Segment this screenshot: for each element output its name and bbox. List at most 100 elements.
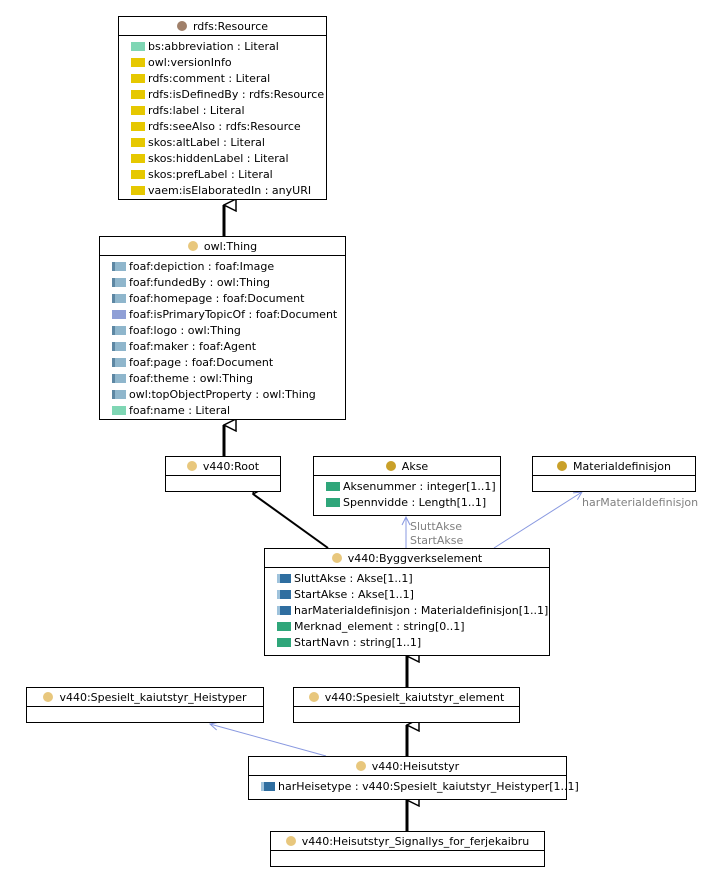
class-circle-icon <box>43 692 54 702</box>
class-header: v440:Root <box>166 457 280 476</box>
class-header: v440:Heisutstyr_Signallys_for_ferjekaibr… <box>271 832 544 851</box>
dtype-property-icon <box>277 621 291 631</box>
class-attributes <box>294 707 519 709</box>
attribute-row[interactable]: foaf:fundedBy : owl:Thing <box>100 274 345 290</box>
attribute-label: vaem:isElaboratedIn : anyURI <box>148 183 312 197</box>
attribute-label: foaf:theme : owl:Thing <box>129 371 253 385</box>
attribute-row[interactable]: skos:prefLabel : Literal <box>119 166 326 182</box>
ann-property-icon <box>131 185 145 195</box>
attribute-label: StartNavn : string[1..1] <box>294 635 422 649</box>
class-header: v440:Spesielt_kaiutstyr_element <box>294 688 519 707</box>
ann-property-icon <box>131 73 145 83</box>
attribute-label: foaf:homepage : foaf:Document <box>129 291 305 305</box>
attribute-row[interactable]: skos:altLabel : Literal <box>119 134 326 150</box>
class-attributes: SluttAkse : Akse[1..1]StartAkse : Akse[1… <box>265 568 549 650</box>
obj-property-icon <box>112 261 126 271</box>
class-title: v440:Root <box>202 459 260 473</box>
attribute-row[interactable]: StartNavn : string[1..1] <box>265 634 549 650</box>
attribute-row[interactable]: Merknad_element : string[0..1] <box>265 618 549 634</box>
attribute-label: rdfs:comment : Literal <box>148 71 271 85</box>
attribute-row[interactable]: foaf:depiction : foaf:Image <box>100 258 345 274</box>
class-v440-heisutstyr-signallys-for-ferjekaibru[interactable]: v440:Heisutstyr_Signallys_for_ferjekaibr… <box>270 831 545 867</box>
class-title: Akse <box>401 459 429 473</box>
obj-property-icon <box>112 341 126 351</box>
attribute-row[interactable]: foaf:homepage : foaf:Document <box>100 290 345 306</box>
class-attributes: Aksenummer : integer[1..1]Spennvidde : L… <box>314 476 500 510</box>
attribute-row[interactable]: foaf:theme : owl:Thing <box>100 370 345 386</box>
attribute-row[interactable]: harMaterialdefinisjon : Materialdefinisj… <box>265 602 549 618</box>
attribute-row[interactable]: rdfs:comment : Literal <box>119 70 326 86</box>
attribute-label: foaf:logo : owl:Thing <box>129 323 241 337</box>
attribute-row[interactable]: SluttAkse : Akse[1..1] <box>265 570 549 586</box>
class-header: owl:Thing <box>100 237 345 256</box>
attribute-label: harHeisetype : v440:Spesielt_kaiutstyr_H… <box>278 779 579 793</box>
attribute-label: foaf:name : Literal <box>129 403 231 417</box>
attribute-row[interactable]: owl:versionInfo <box>119 54 326 70</box>
class-attributes <box>27 707 263 709</box>
obj-property-icon <box>112 277 126 287</box>
class-circle-icon <box>186 461 197 471</box>
dtype-property-icon <box>326 481 340 491</box>
class-header: Akse <box>314 457 500 476</box>
attribute-label: owl:versionInfo <box>148 55 232 69</box>
class-circle-icon <box>557 461 568 471</box>
attribute-label: Aksenummer : integer[1..1] <box>343 479 496 493</box>
class-title: rdfs:Resource <box>192 19 269 33</box>
dprop-property-icon <box>112 405 126 415</box>
dprop-property-icon <box>131 41 145 51</box>
attribute-row[interactable]: bs:abbreviation : Literal <box>119 38 326 54</box>
objdk-property-icon <box>277 573 291 583</box>
ann-property-icon <box>131 121 145 131</box>
class-materialdefinisjon[interactable]: Materialdefinisjon <box>532 456 696 492</box>
objdk-property-icon <box>277 589 291 599</box>
attribute-row[interactable]: vaem:isElaboratedIn : anyURI <box>119 182 326 198</box>
attribute-row[interactable]: skos:hiddenLabel : Literal <box>119 150 326 166</box>
attribute-row[interactable]: StartAkse : Akse[1..1] <box>265 586 549 602</box>
attribute-row[interactable]: rdfs:isDefinedBy : rdfs:Resource <box>119 86 326 102</box>
obj-property-icon <box>112 325 126 335</box>
class-v440-spesielt-kaiutstyr-element[interactable]: v440:Spesielt_kaiutstyr_element <box>293 687 520 723</box>
attribute-row[interactable]: rdfs:seeAlso : rdfs:Resource <box>119 118 326 134</box>
class-circle-icon <box>176 21 187 31</box>
objdk-property-icon <box>277 605 291 615</box>
class-v440-root[interactable]: v440:Root <box>165 456 281 492</box>
class-title: v440:Spesielt_kaiutstyr_element <box>324 690 505 704</box>
attribute-label: skos:altLabel : Literal <box>148 135 265 149</box>
class-title: v440:Heisutstyr_Signallys_for_ferjekaibr… <box>301 834 530 848</box>
ann-property-icon <box>131 57 145 67</box>
attribute-row[interactable]: foaf:name : Literal <box>100 402 345 418</box>
attribute-row[interactable]: foaf:logo : owl:Thing <box>100 322 345 338</box>
attribute-label: foaf:fundedBy : owl:Thing <box>129 275 271 289</box>
class-circle-icon <box>355 761 366 771</box>
edge-label-sluttakse: SluttAkse <box>410 520 463 533</box>
attribute-row[interactable]: foaf:isPrimaryTopicOf : foaf:Document <box>100 306 345 322</box>
class-header: v440:Byggverkselement <box>265 549 549 568</box>
attribute-row[interactable]: foaf:page : foaf:Document <box>100 354 345 370</box>
class-circle-icon <box>285 836 296 846</box>
attribute-row[interactable]: rdfs:label : Literal <box>119 102 326 118</box>
edge-label-harmaterialdefinisjon: harMaterialdefinisjon <box>582 496 699 509</box>
attribute-row[interactable]: Spennvidde : Length[1..1] <box>314 494 500 510</box>
ann-property-icon <box>131 105 145 115</box>
dtype-property-icon <box>326 497 340 507</box>
attribute-row[interactable]: Aksenummer : integer[1..1] <box>314 478 500 494</box>
attribute-row[interactable]: harHeisetype : v440:Spesielt_kaiutstyr_H… <box>249 778 579 794</box>
attribute-label: SluttAkse : Akse[1..1] <box>294 571 413 585</box>
class-attributes <box>166 476 280 478</box>
class-v440-spesielt-kaiutstyr-heistyper[interactable]: v440:Spesielt_kaiutstyr_Heistyper <box>26 687 264 723</box>
attribute-label: rdfs:isDefinedBy : rdfs:Resource <box>148 87 325 101</box>
attribute-row[interactable]: owl:topObjectProperty : owl:Thing <box>100 386 345 402</box>
class-title: v440:Byggverkselement <box>347 551 483 565</box>
attribute-row[interactable]: foaf:maker : foaf:Agent <box>100 338 345 354</box>
attribute-label: foaf:maker : foaf:Agent <box>129 339 257 353</box>
class-header: Materialdefinisjon <box>533 457 695 476</box>
obj-property-icon <box>112 293 126 303</box>
